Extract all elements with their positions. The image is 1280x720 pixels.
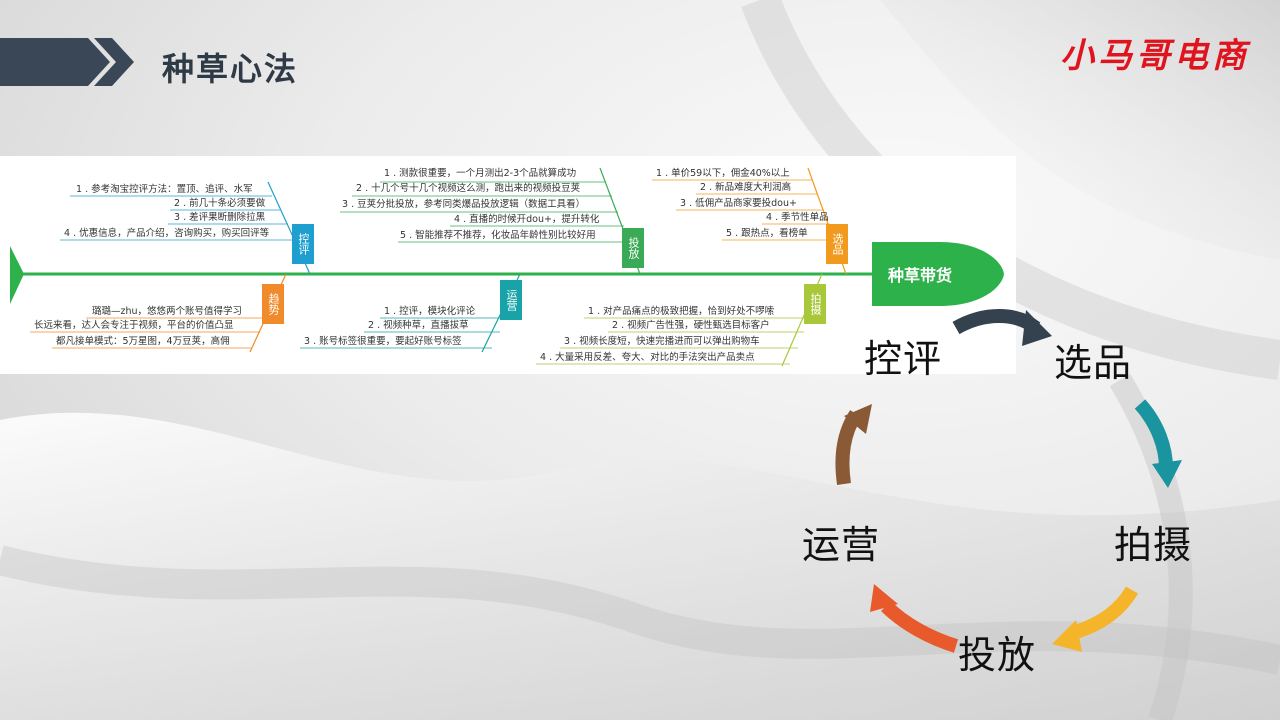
fishbone-item: 2 . 新品难度大利润高 (700, 182, 792, 193)
fishbone-item: 3 . 视频长度短，快速完播进而可以弹出购物车 (564, 336, 760, 347)
fishbone-item: 3 . 低佣产品商家要投dou+ (680, 198, 797, 209)
fishbone-item: 2 . 十几个号十几个视频这么测，跑出来的视频投豆荚 (356, 183, 581, 194)
cycle-node-paishe: 拍摄 (1114, 523, 1193, 567)
fishbone-item: 4 . 优惠信息，产品介绍，咨询购买，购买回评等 (64, 228, 270, 239)
cycle-node-toufang: 投放 (958, 633, 1037, 677)
arrow-kongping-to-xuanpin (952, 309, 1041, 335)
cycle-node-kongping: 控评 (864, 337, 943, 381)
fishbone-item: 2 . 视频广告性强，硬性甄选目标客户 (612, 320, 770, 331)
fishbone-item: 4 . 直播的时候开dou+，提升转化 (454, 214, 600, 225)
arrow-toufang-to-yunying (881, 600, 959, 653)
fishbone-item: 3 . 豆荚分批投放，参考同类爆品投放逻辑（数据工具看） (342, 199, 586, 210)
arrow-xuanpin-to-paishe (1134, 399, 1173, 469)
fishbone-item: 2 . 前几十条必须要做 (174, 198, 266, 209)
fishbone-head-label: 种草带货 (888, 266, 953, 285)
fishbone-tag-kongping: 控评 (292, 224, 314, 264)
fishbone-item: 1 . 单价59以下，佣金40%以上 (656, 168, 790, 179)
cycle-node-yunying: 运营 (802, 523, 881, 567)
fishbone-tag-xuanpin: 选品 (826, 224, 848, 264)
fishbone-item: 长远来看，达人会专注于视频，平台的价值凸显 (34, 320, 234, 331)
cycle-arrows (835, 309, 1182, 653)
fishbone-item: 5 . 智能推荐不推荐，化妆品年龄性别比较好用 (400, 230, 596, 241)
arrow-yunying-to-kongping (835, 410, 862, 485)
fishbone-item: 4 . 大量采用反差、夸大、对比的手法突出产品卖点 (540, 352, 755, 363)
fishbone-item: 1 . 参考淘宝控评方法：置顶、追评、水军 (76, 184, 253, 195)
page-title: 种草心法 (162, 50, 299, 88)
fishbone-item: 1 . 测款很重要，一个月测出2-3个品就算成功 (384, 168, 577, 179)
arrow-paishe-to-toufang (1067, 586, 1139, 641)
fishbone-tag-qushi: 趋势 (262, 284, 284, 324)
fishbone-item: 1 . 控评，模块化评论 (384, 306, 476, 317)
fishbone-item: 都凡接单模式：5万星图，4万豆荚，高佣 (56, 336, 230, 347)
fishbone-item: 2 . 视频种草，直播拔草 (368, 320, 469, 331)
brand-logo: 小马哥电商 (1060, 36, 1250, 76)
fishbone-tag-paishe: 拍摄 (804, 284, 826, 324)
fishbone-item: 3 . 差评果断删除拉黑 (174, 212, 266, 223)
fishbone-tag-toufang: 投放 (622, 228, 644, 268)
fishbone-item: 璐璐—zhu，悠悠两个账号值得学习 (92, 306, 243, 317)
fishbone-tag-yunying: 运营 (500, 280, 522, 320)
fishbone-item: 5 . 跟热点，看榜单 (726, 228, 808, 239)
header-chevron-icon (0, 38, 134, 86)
cycle-node-xuanpin: 选品 (1054, 341, 1133, 385)
fishbone-item: 3 . 账号标签很重要，要起好账号标签 (304, 336, 462, 347)
fishbone-diagram: 种草带货 控评 1 . 参考淘宝控评方法：置顶、追评、水军 2 . 前几十条必须… (0, 156, 1016, 374)
fishbone-item: 4 . 季节性单品 (766, 212, 829, 223)
fishbone-item: 1 . 对产品痛点的极致把握，恰到好处不啰嗦 (588, 306, 775, 317)
fishbone-skeleton (10, 167, 1004, 367)
